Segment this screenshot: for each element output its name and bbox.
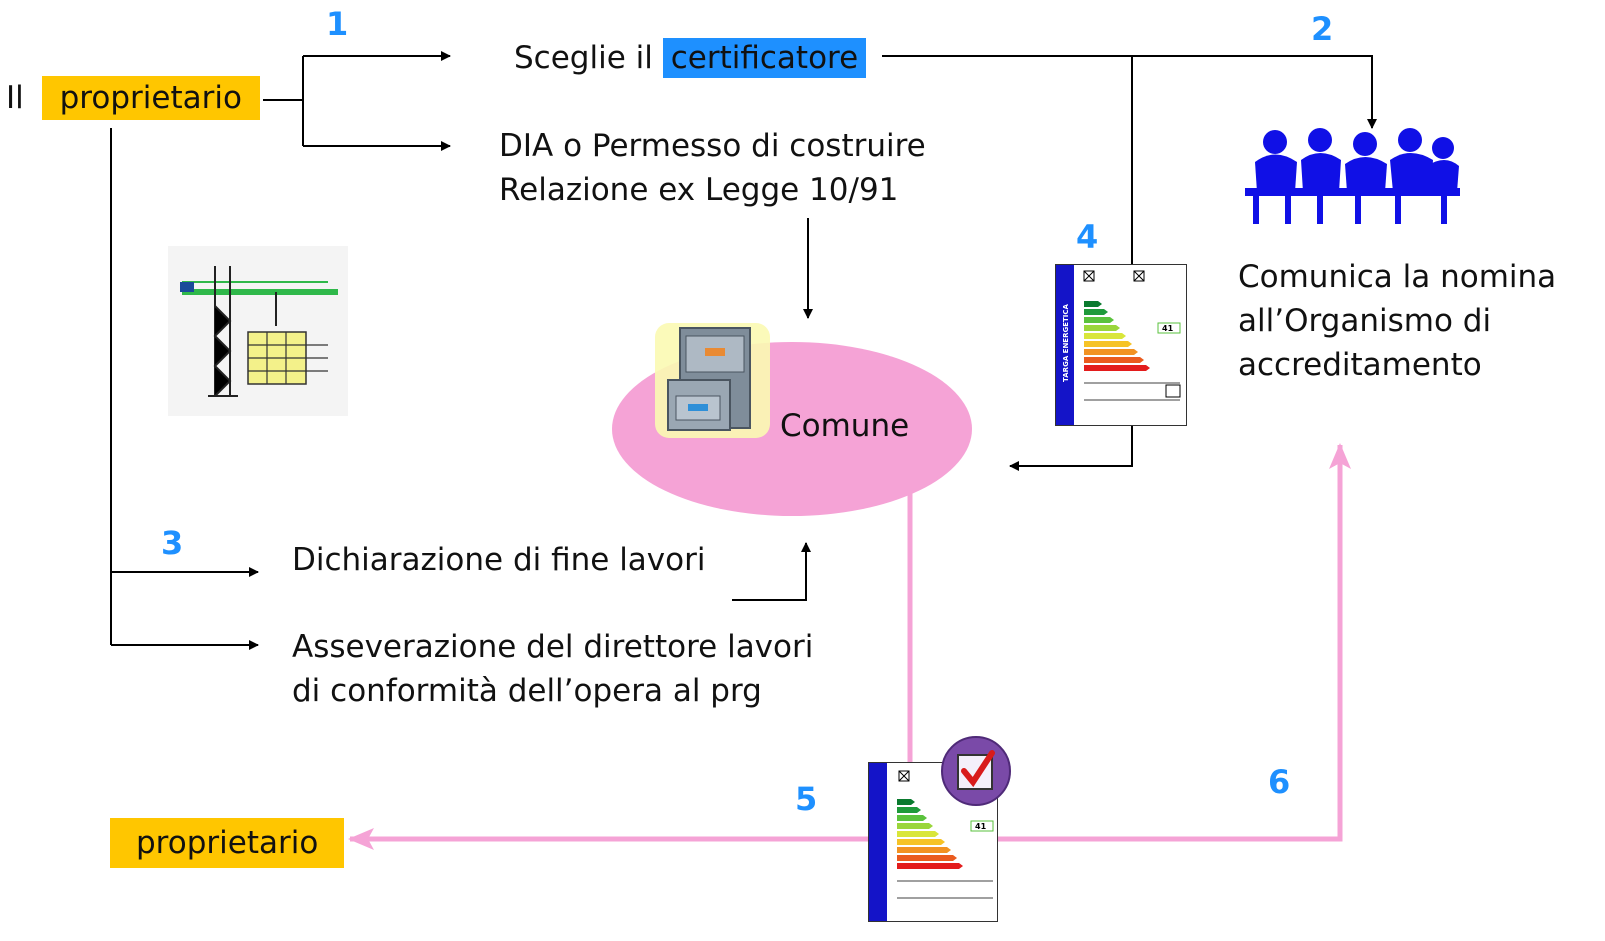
- step-number-4: 4: [1076, 218, 1099, 256]
- dia-line-1: DIA o Permesso di costruire: [499, 128, 926, 164]
- svg-text:41: 41: [1162, 324, 1174, 333]
- comune-label: Comune: [780, 408, 910, 444]
- step-number-6: 6: [1268, 763, 1291, 801]
- asseverazione-line-2: di conformità dell’opera al prg: [292, 673, 762, 709]
- dia-line-2: Relazione ex Legge 10/91: [499, 172, 899, 208]
- step-number-1: 1: [326, 5, 349, 43]
- owner-label: Il proprietario: [6, 76, 260, 120]
- file-cabinet-icon: [655, 323, 770, 438]
- final-owner-label: proprietario: [110, 818, 345, 868]
- fine-lavori-text: Dichiarazione di fine lavori: [292, 542, 706, 578]
- checkmark-badge-icon: [941, 736, 1011, 806]
- energy-certificate-bottom: 41: [868, 762, 998, 922]
- meeting-people-icon: [1245, 128, 1460, 224]
- asseverazione-line-1: Asseverazione del direttore lavori: [292, 629, 814, 665]
- owner-highlight: proprietario: [41, 76, 260, 120]
- step1-text: Sceglie il certificatore: [514, 36, 867, 80]
- crane-building-icon: [168, 246, 348, 416]
- step-number-2: 2: [1311, 10, 1334, 48]
- comunica-line-3: accreditamento: [1238, 347, 1482, 383]
- step-number-3: 3: [161, 524, 184, 562]
- energy-certificate-icon: TARGA ENERGETICA 41: [1055, 264, 1187, 426]
- owner-prefix: Il: [6, 80, 24, 116]
- comunica-line-1: Comunica la nomina: [1238, 259, 1557, 295]
- svg-text:41: 41: [975, 822, 987, 831]
- step-number-5: 5: [795, 780, 818, 818]
- certificatore-highlight: certificatore: [662, 38, 867, 78]
- step1-prefix: Sceglie il: [514, 40, 653, 76]
- comunica-line-2: all’Organismo di: [1238, 303, 1492, 339]
